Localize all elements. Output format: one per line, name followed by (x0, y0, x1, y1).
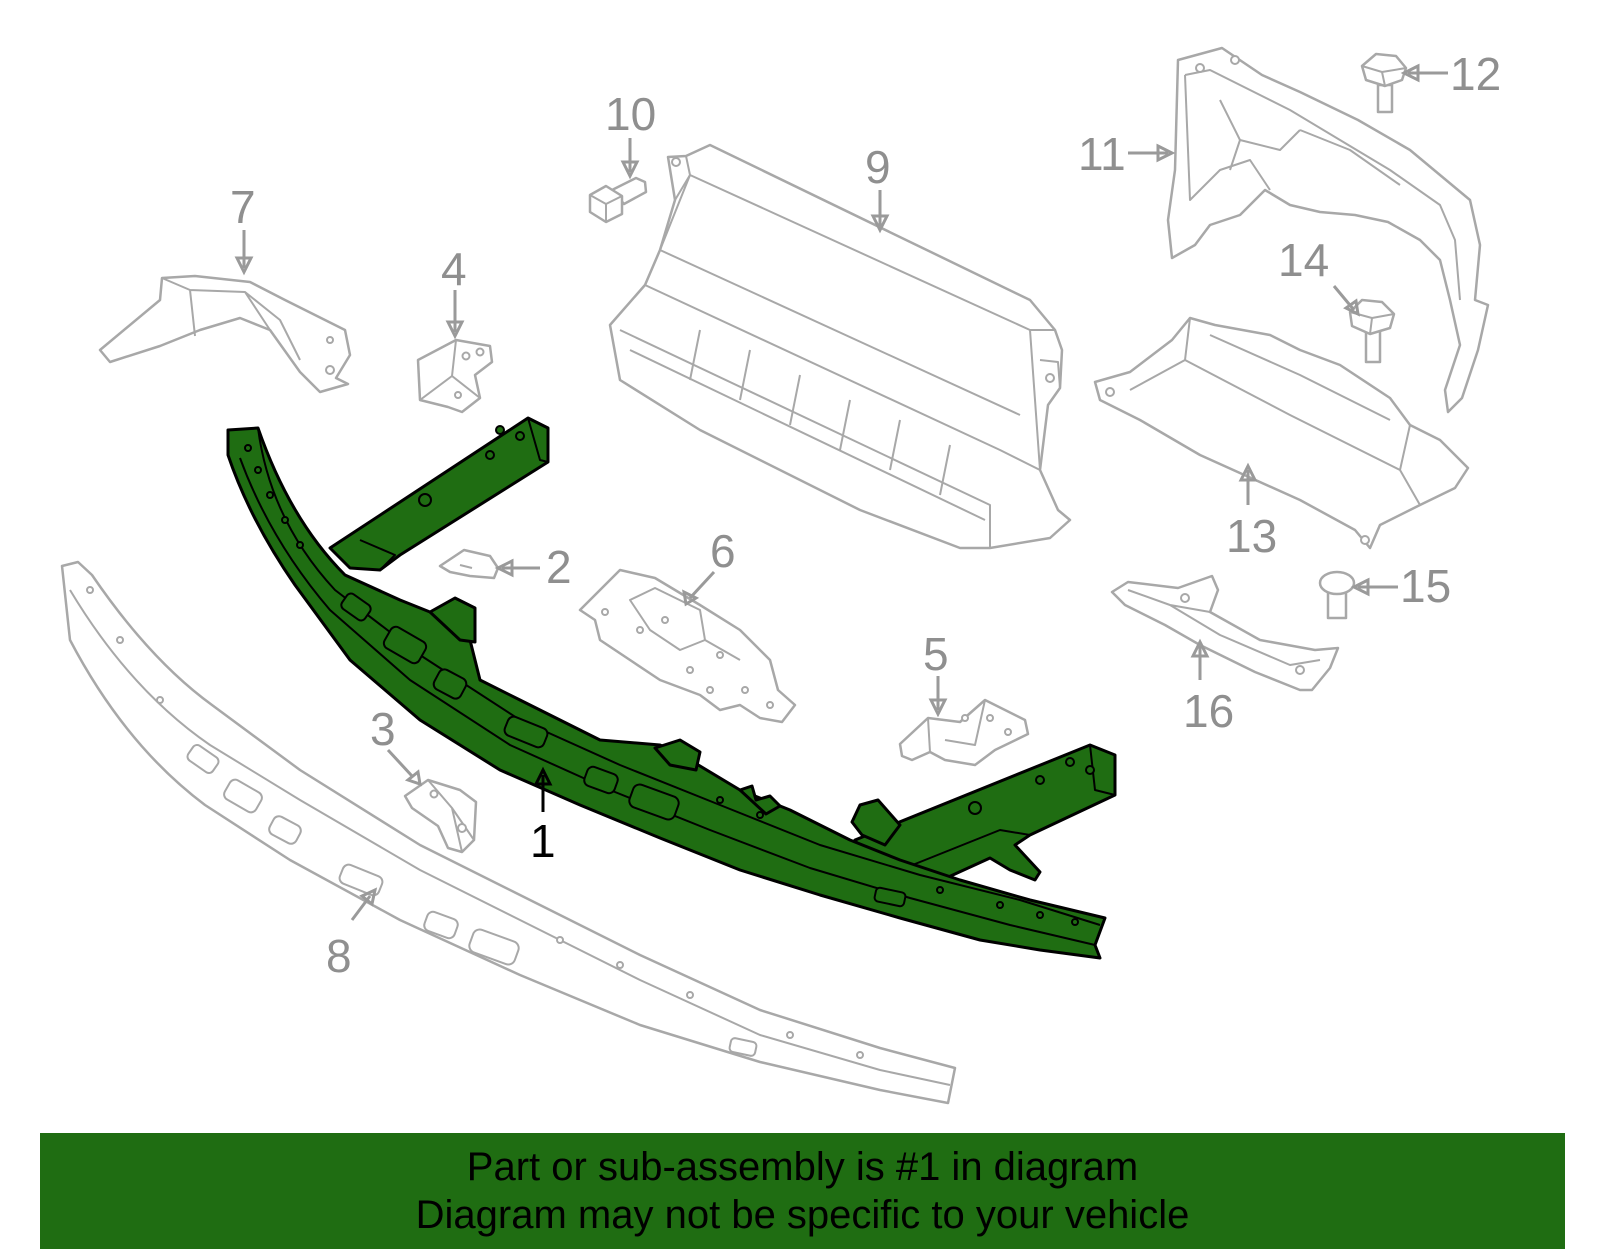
callout-7: 7 (230, 181, 256, 233)
callout-1: 1 (530, 815, 556, 867)
part-14-bolt[interactable] (1348, 298, 1396, 364)
part-2-plate[interactable] (438, 548, 500, 580)
callout-10: 10 (605, 88, 656, 140)
part-12-bolt[interactable] (1360, 52, 1408, 114)
banner-line-2: Diagram may not be specific to your vehi… (415, 1193, 1190, 1237)
part-5-bracket[interactable] (898, 698, 1030, 767)
callout-14: 14 (1278, 234, 1329, 286)
callout-9: 9 (865, 141, 891, 193)
callout-5: 5 (923, 628, 949, 680)
info-banner: Part or sub-assembly is #1 in diagram Di… (40, 1133, 1565, 1249)
part-16-lower-brace[interactable] (1110, 574, 1340, 692)
part-10-bolt[interactable] (588, 176, 648, 224)
callout-4: 4 (441, 243, 467, 295)
callout-2: 2 (546, 541, 572, 593)
callout-3: 3 (370, 703, 396, 755)
part-11-side-panel[interactable] (1166, 46, 1490, 414)
part-15-plug[interactable] (1318, 570, 1356, 620)
callout-labels: 1 2 3 4 5 6 7 8 9 10 11 12 13 14 15 16 (230, 48, 1501, 982)
part-7-left-bracket[interactable] (98, 274, 352, 394)
part-4-bracket[interactable] (416, 338, 494, 414)
callout-13: 13 (1226, 510, 1277, 562)
part-8-lower-reinforcement[interactable] (60, 560, 957, 1105)
part-13-air-guide[interactable] (1093, 316, 1470, 550)
part-3-bracket[interactable] (403, 778, 478, 854)
callout-16: 16 (1183, 685, 1234, 737)
callout-8: 8 (326, 930, 352, 982)
part-1-bumper-support[interactable] (226, 416, 1117, 960)
callout-15: 15 (1400, 560, 1451, 612)
callout-6: 6 (710, 525, 736, 577)
part-9-air-deflector[interactable] (608, 143, 1072, 550)
banner-line-1: Part or sub-assembly is #1 in diagram (466, 1145, 1139, 1189)
callout-11: 11 (1078, 128, 1126, 180)
leader-lines (234, 63, 1448, 921)
callout-12: 12 (1450, 48, 1501, 100)
